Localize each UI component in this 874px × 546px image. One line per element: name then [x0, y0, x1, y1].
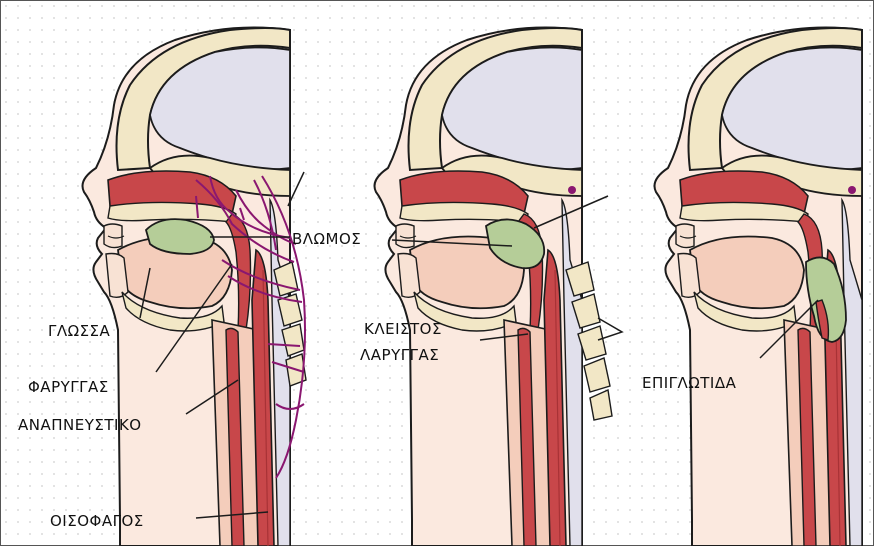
label-tongue: ΓΛΩΣΣΑ [48, 322, 111, 340]
label-esophagus: ΟΙΣΟΦΑΓΟΣ [50, 512, 144, 530]
panel2-dot [568, 186, 576, 194]
label-epiglottis: ΕΠΙΓΛΩΤΙΔΑ [642, 374, 737, 392]
label-respiratory: ΑΝΑΠΝΕΥΣΤΙΚΟ [18, 416, 142, 434]
label-bolus: ΒΛΩΜΟΣ [292, 230, 361, 248]
label-closed-larynx-line2: ΛΑΡΥΓΓΑΣ [360, 346, 439, 364]
label-pharynx: ΦΑΡΥΓΓΑΣ [28, 378, 109, 396]
panel3-dot [848, 186, 856, 194]
label-closed-larynx-line1: ΚΛΕΙΣΤΟΣ [364, 320, 442, 338]
